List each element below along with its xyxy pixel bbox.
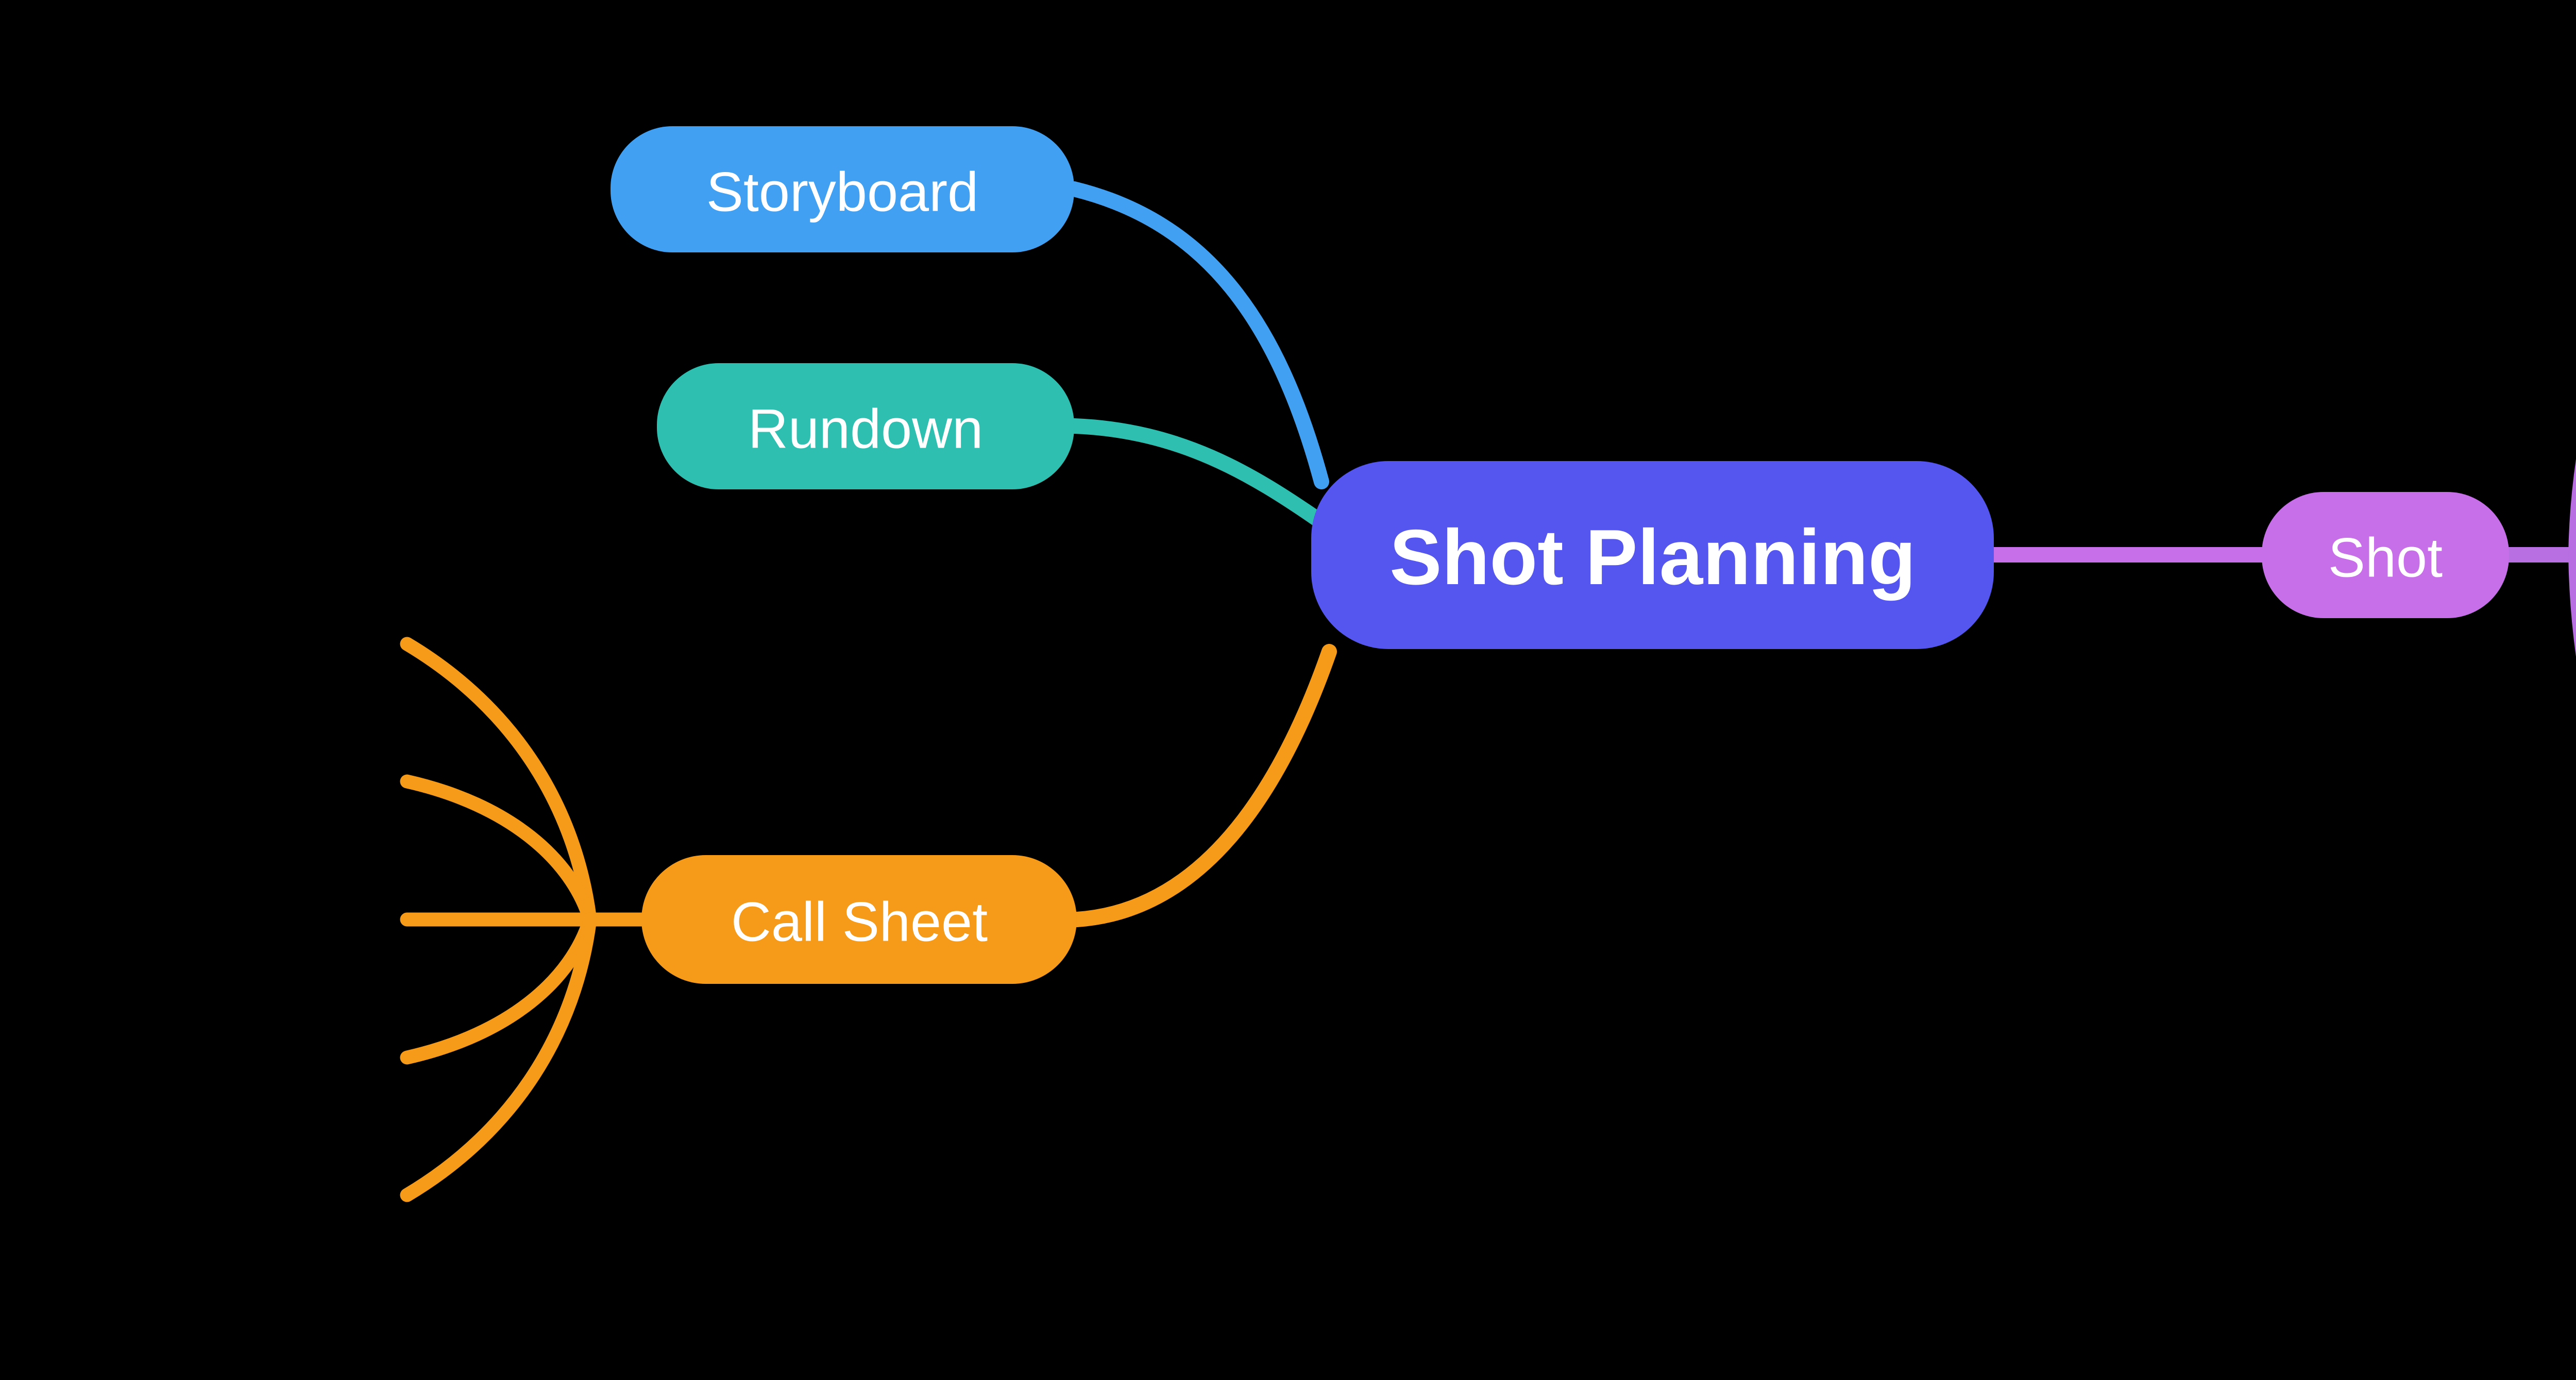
shot-branches [2501,459,2576,657]
fan-curve [400,637,597,927]
node-shot-label: Shot [2328,526,2443,589]
node-shot[interactable]: Shot [2262,492,2509,618]
node-rundown-box[interactable] [657,363,1074,489]
edge-storyboard-to-root [1066,181,1329,489]
node-storyboard-box[interactable] [611,126,1074,252]
node-rundown[interactable]: Rundown [657,363,1074,489]
edge-rundown-to-root [1066,418,1327,528]
node-storyboard[interactable]: Storyboard [611,126,1074,252]
node-call-sheet-box[interactable] [641,855,1077,984]
node-shot-box[interactable] [2262,492,2509,618]
edge-call-sheet-to-root [1069,644,1337,927]
node-shot-planning-label: Shot Planning [1389,514,1916,601]
collapsed-fan-call-sheet [400,637,651,1202]
node-call-sheet[interactable]: Call Sheet [641,855,1077,984]
fan-curve [400,774,597,927]
node-rundown-label: Rundown [748,398,983,460]
fan-curve [400,912,597,1202]
node-shot-planning-box[interactable] [1311,461,1994,649]
node-storyboard-label: Storyboard [706,161,978,223]
node-shot-planning-root[interactable]: Shot Planning [1311,461,1994,649]
node-call-sheet-label: Call Sheet [731,891,988,953]
